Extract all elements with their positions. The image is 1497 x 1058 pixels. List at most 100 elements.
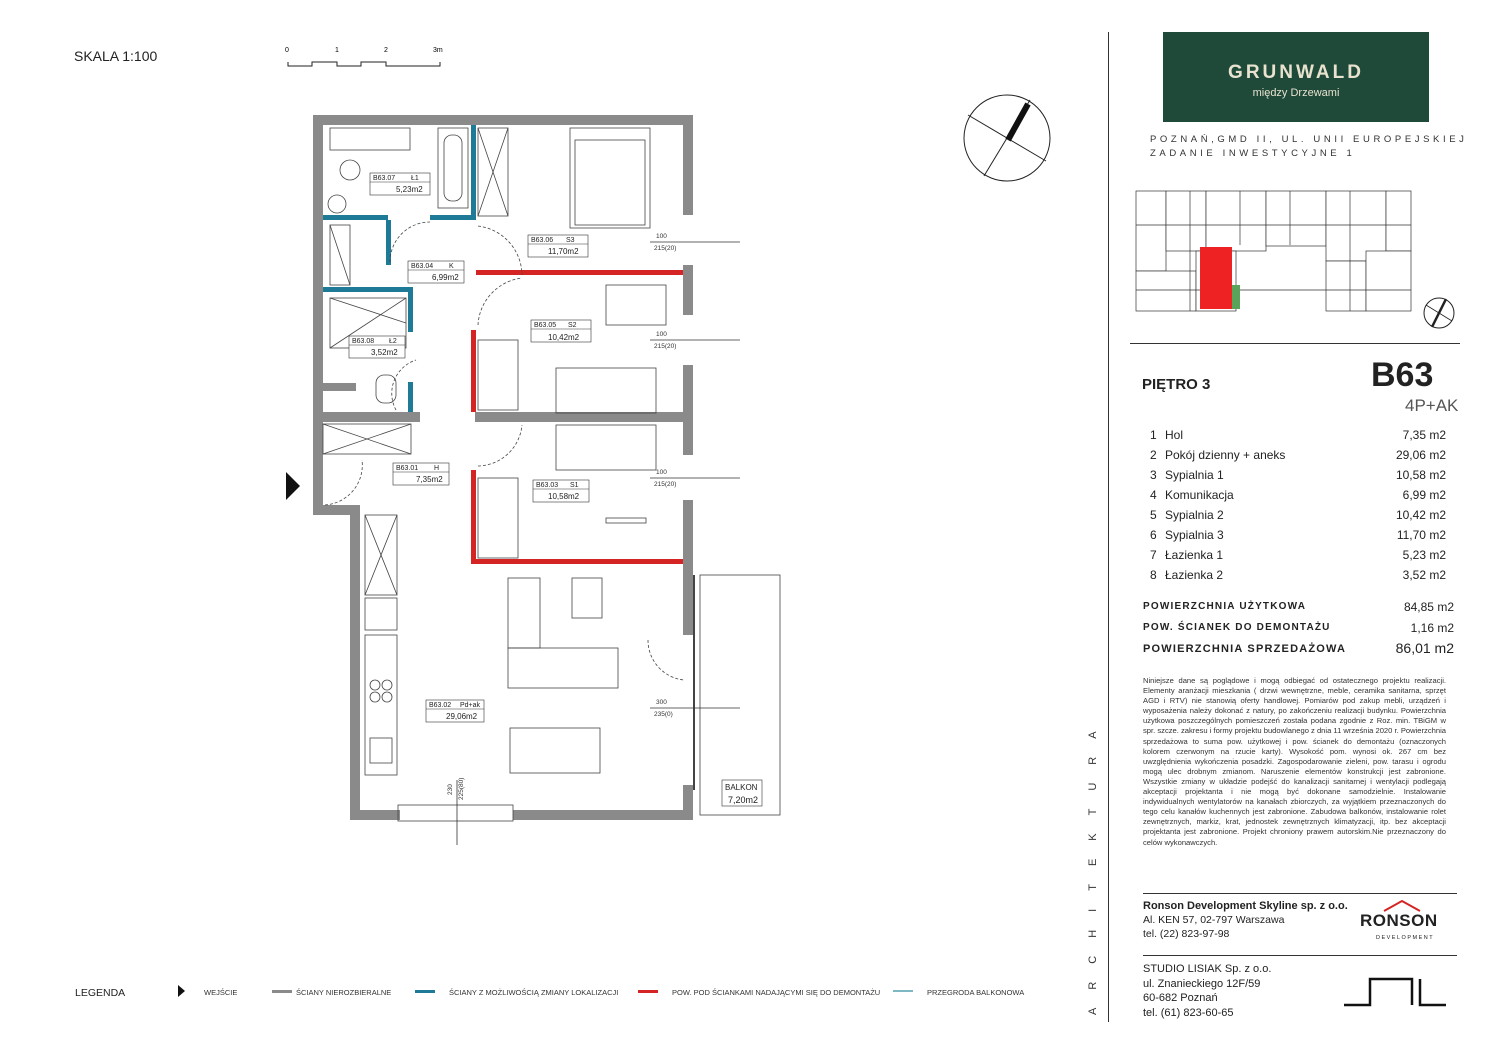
ronson-logo: RONSON	[1360, 911, 1438, 930]
movable-walls	[323, 125, 476, 412]
brand-name: GRUNWALD	[1228, 62, 1364, 83]
scale-bar	[287, 61, 441, 67]
svg-text:ARCHITEKTURA: ARCHITEKTURA	[1087, 713, 1099, 1015]
studio-lisiak-logo-icon	[1344, 977, 1446, 1007]
svg-text:B63.02: B63.02	[429, 702, 451, 709]
legend-entrance-icon	[178, 985, 185, 997]
window-2-top: 100	[656, 331, 667, 338]
svg-text:29,06m2: 29,06m2	[446, 712, 478, 721]
architecture-vertical-label: ARCHITEKTURA	[1082, 700, 1102, 1036]
svg-text:BALKON: BALKON	[725, 783, 758, 792]
balcony-label: BALKON 7,20m2	[721, 779, 763, 807]
legend-demolition-swatch	[638, 990, 658, 993]
furniture	[322, 127, 781, 822]
entrance-arrow-icon	[286, 472, 300, 500]
legend-fixed-walls: ŚCIANY NIEROZBIERALNE	[296, 988, 392, 997]
scale-tick-1: 1	[335, 47, 339, 54]
window-4-top: 300	[656, 699, 667, 706]
architect-info: STUDIO LISIAK Sp. z o.o. ul. Znanieckieg…	[1143, 962, 1271, 1020]
legend-movable-walls: ŚCIANY Z MOŻLIWOŚCIĄ ZMIANY LOKALIZACJI	[449, 988, 619, 997]
legend-movable-swatch	[415, 990, 435, 993]
svg-text:10,42m2: 10,42m2	[548, 333, 580, 342]
svg-text:B63.07: B63.07	[373, 175, 395, 182]
disclaimer: Niniejsze dane są poglądowe i mogą odbie…	[1143, 676, 1446, 847]
architect-name: STUDIO LISIAK Sp. z o.o.	[1143, 963, 1272, 975]
key-plan-unit-highlight	[1200, 247, 1232, 309]
svg-text:11,70m2: 11,70m2	[548, 247, 579, 256]
room-label-b6303: B63.03 S1 10,58m2	[532, 479, 590, 503]
location-line-2: ZADANIE INWESTYCYJNE 1	[1150, 148, 1356, 159]
svg-text:S3: S3	[566, 237, 575, 244]
svg-text:H: H	[434, 465, 439, 472]
ronson-logo-sub: DEVELOPMENT	[1376, 935, 1435, 941]
developer-name: Ronson Development Skyline sp. z o.o.	[1143, 900, 1348, 912]
developer-phone: tel. (22) 823-97-98	[1143, 928, 1230, 940]
svg-text:10,58m2: 10,58m2	[548, 492, 580, 501]
room-labels: B63.07 Ł1 5,23m2 B63.06 S3 11,70m2 B63.04 K 6,…	[348, 172, 763, 807]
architect-phone: tel. (61) 823-60-65	[1143, 1006, 1234, 1019]
room-label-b6304: B63.04 K 6,99m2	[407, 260, 465, 284]
ronson-roof-icon	[1383, 899, 1421, 912]
room-label-b6307: B63.07 Ł1 5,23m2	[369, 172, 431, 196]
room-label-b6306: B63.06 S3 11,70m2	[527, 234, 589, 258]
brand-logo: GRUNWALD między Drzewami	[1163, 32, 1429, 122]
location-line-1: POZNAŃ,GMD II, UL. UNII EUROPEJSKIEJ	[1150, 134, 1468, 145]
compass-small-icon	[1423, 297, 1455, 329]
legend-fixed-swatch	[272, 990, 292, 993]
fixed-walls	[313, 115, 693, 820]
scale-tick-2: 2	[384, 47, 388, 54]
svg-text:Ł1: Ł1	[411, 175, 419, 182]
legend-entrance: WEJŚCIE	[204, 988, 238, 997]
svg-text:Ł2: Ł2	[389, 338, 397, 345]
window-2-bottom: 215(20)	[654, 343, 676, 350]
key-plan	[1135, 190, 1455, 329]
demolition-walls	[471, 270, 683, 564]
unit-code: B63	[1371, 356, 1434, 394]
window-4-bottom: 235(0)	[654, 711, 673, 718]
window-5-top: 230	[447, 784, 454, 795]
floor-label: PIĘTRO 3	[1142, 376, 1211, 393]
scale-tick-3: 3m	[433, 47, 443, 54]
svg-text:B63.06: B63.06	[531, 237, 553, 244]
developer-address: Al. KEN 57, 02-797 Warszawa	[1143, 914, 1285, 926]
svg-text:B63.04: B63.04	[411, 263, 433, 270]
compass-icon	[963, 94, 1051, 182]
window-3-bottom: 215(20)	[654, 481, 676, 488]
scale-tick-0: 0	[285, 47, 289, 54]
svg-text:7,35m2: 7,35m2	[416, 475, 443, 484]
svg-text:S1: S1	[570, 482, 579, 489]
svg-text:3,52m2: 3,52m2	[371, 348, 398, 357]
window-5-bottom: 225(80)	[458, 778, 465, 800]
scale-label: SKALA 1:100	[74, 48, 158, 64]
developer-info: Ronson Development Skyline sp. z o.o. Al…	[1143, 899, 1348, 941]
svg-text:K: K	[449, 263, 454, 270]
room-label-b6301: B63.01 H 7,35m2	[392, 462, 450, 486]
svg-text:5,23m2: 5,23m2	[396, 185, 423, 194]
legend-demolition-walls: POW. POD ŚCIANKAMI NADAJĄCYMI SIĘ DO DEM…	[672, 988, 881, 997]
architect-city: 60-682 Poznań	[1143, 992, 1218, 1004]
svg-text:Pd+ak: Pd+ak	[460, 702, 481, 709]
svg-text:6,99m2: 6,99m2	[432, 273, 459, 282]
room-label-b6308: B63.08 Ł2 3,52m2	[348, 335, 406, 359]
window-3-top: 100	[656, 469, 667, 476]
svg-text:B63.03: B63.03	[536, 482, 558, 489]
svg-text:7,20m2: 7,20m2	[728, 795, 758, 805]
room-label-b6302: B63.02 Pd+ak 29,06m2	[425, 699, 485, 723]
svg-text:B63.05: B63.05	[534, 322, 556, 329]
legend-title: LEGENDA	[75, 987, 126, 999]
floor-plan: 0 1 2 3m	[285, 47, 1051, 845]
svg-text:B63.01: B63.01	[396, 465, 418, 472]
svg-text:B63.08: B63.08	[352, 338, 374, 345]
